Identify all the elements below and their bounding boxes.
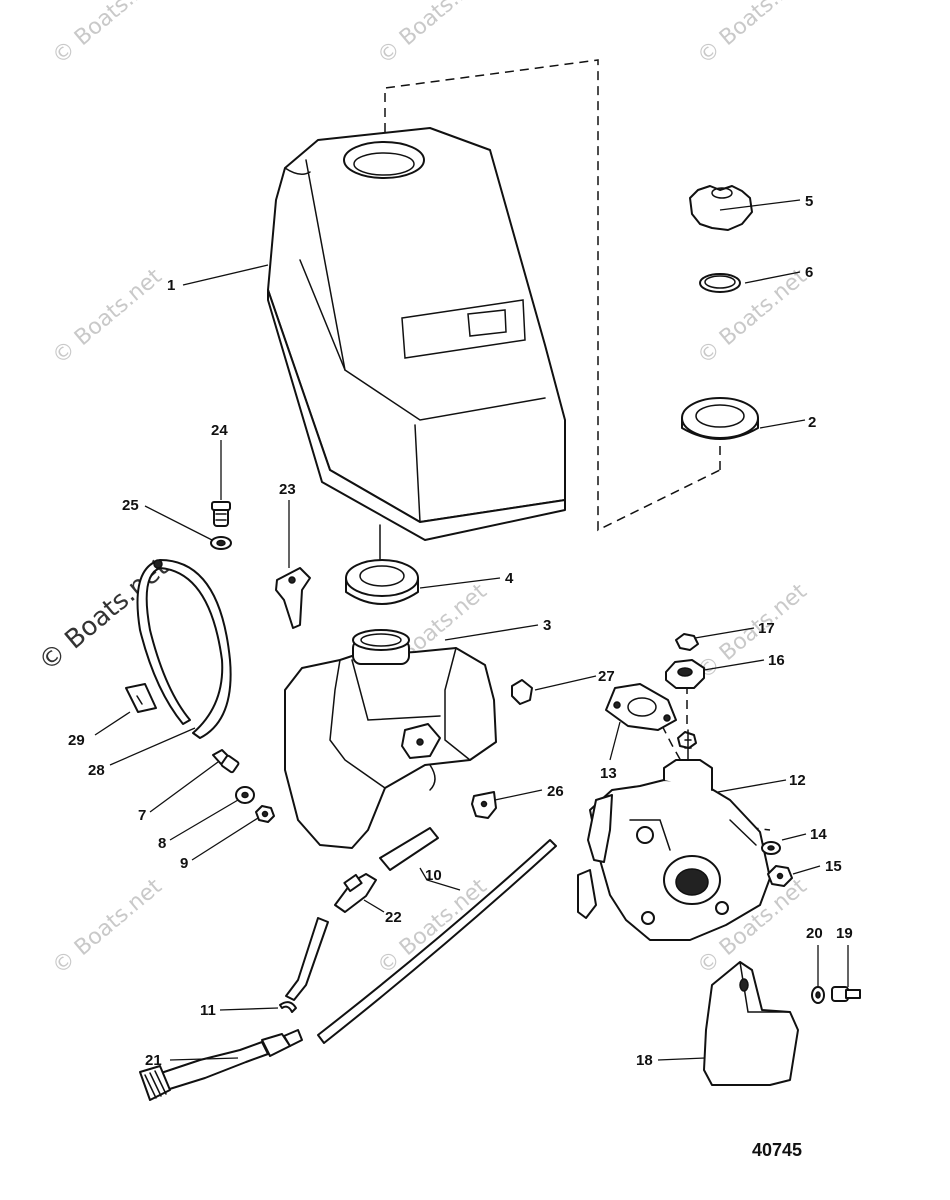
clip bbox=[471, 791, 497, 819]
drawing-number: 40745 bbox=[752, 1140, 803, 1160]
callout-20: 20 bbox=[806, 925, 823, 942]
callout-1: 1 bbox=[167, 277, 175, 294]
watermark: © Boats.net bbox=[48, 264, 167, 370]
callout-13: 13 bbox=[600, 765, 617, 782]
watermark: © Boats.net bbox=[373, 0, 492, 70]
filler-cap bbox=[689, 185, 753, 231]
lower-hose bbox=[285, 917, 329, 1001]
callout-28: 28 bbox=[88, 762, 105, 779]
carb-nut bbox=[767, 865, 793, 887]
gasket bbox=[605, 683, 677, 731]
callout-29: 29 bbox=[68, 732, 85, 749]
callout-12: 12 bbox=[789, 772, 806, 789]
carb-washer bbox=[761, 841, 781, 855]
callout-26: 26 bbox=[547, 783, 564, 800]
callout-3: 3 bbox=[543, 617, 551, 634]
callout-15: 15 bbox=[825, 858, 842, 875]
washer bbox=[235, 786, 255, 804]
callout-17: 17 bbox=[758, 620, 775, 637]
cover-screw bbox=[211, 501, 231, 527]
callout-14: 14 bbox=[810, 826, 827, 843]
callout-21: 21 bbox=[145, 1052, 162, 1069]
silencer-screw bbox=[831, 986, 861, 1002]
inline-fitting bbox=[334, 873, 377, 913]
nut bbox=[255, 805, 275, 823]
rubber-plug bbox=[511, 679, 533, 705]
watermark: © Boats.net bbox=[693, 0, 812, 70]
callout-19: 19 bbox=[836, 925, 853, 942]
lock-nut bbox=[665, 659, 705, 689]
watermark: © Boats.net bbox=[48, 874, 167, 980]
cover-seal bbox=[681, 397, 759, 440]
screw bbox=[212, 749, 240, 774]
intake-silencer bbox=[703, 961, 799, 1086]
short-hose bbox=[379, 827, 439, 871]
strap-clip bbox=[125, 683, 157, 713]
callout-5: 5 bbox=[805, 193, 813, 210]
tank-grommet bbox=[345, 559, 419, 605]
callout-24: 24 bbox=[211, 422, 228, 439]
callout-7: 7 bbox=[138, 807, 146, 824]
callout-11: 11 bbox=[200, 1002, 216, 1019]
callout-27: 27 bbox=[598, 668, 615, 685]
callout-10: 10 bbox=[425, 867, 442, 884]
hose-clamp bbox=[279, 1001, 297, 1013]
callout-8: 8 bbox=[158, 835, 166, 852]
callout-labels: 1 2 3 4 5 6 7 8 9 10 11 12 13 14 15 16 1… bbox=[68, 193, 853, 1069]
callout-9: 9 bbox=[180, 855, 188, 872]
callout-18: 18 bbox=[636, 1052, 653, 1069]
callout-16: 16 bbox=[768, 652, 785, 669]
callout-6: 6 bbox=[805, 264, 813, 281]
watermark: © Boats.net bbox=[373, 874, 492, 980]
tank-strap bbox=[136, 559, 232, 739]
shutoff-valve bbox=[139, 1029, 303, 1101]
callout-4: 4 bbox=[505, 570, 514, 587]
carburetor bbox=[577, 729, 771, 941]
o-ring bbox=[699, 273, 741, 293]
fuel-hose bbox=[317, 839, 557, 1044]
callout-22: 22 bbox=[385, 909, 402, 926]
cover-washer bbox=[210, 536, 232, 550]
fuel-tank bbox=[284, 629, 497, 849]
callout-2: 2 bbox=[808, 414, 816, 431]
silencer-washer bbox=[811, 986, 825, 1004]
nut-small bbox=[675, 633, 699, 651]
callout-25: 25 bbox=[122, 497, 139, 514]
callout-23: 23 bbox=[279, 481, 296, 498]
watermark: © Boats.net bbox=[48, 0, 167, 70]
engine-cover bbox=[267, 127, 566, 541]
leader-lines bbox=[94, 199, 849, 1061]
bracket bbox=[275, 567, 311, 629]
